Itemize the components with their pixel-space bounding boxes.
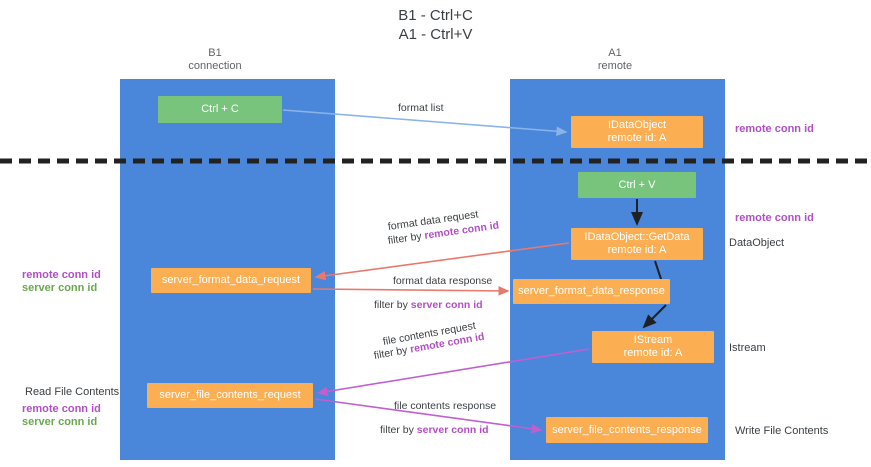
node-server-format-data-request[interactable]: server_format_data_request [151,268,311,293]
column-header-b1-line2: connection [188,60,242,72]
arrow-format-data-response [312,286,510,296]
node-ctrl-v-label: Ctrl + V [618,178,656,191]
node-idataobject-getdata[interactable]: IDataObject::GetData remote id: A [571,228,703,260]
node-server-format-data-response-label: server_format_data_response [518,285,665,297]
edge-label-file-contents-response: file contents response [394,400,497,412]
column-header-a1-line2: remote [597,60,633,72]
annotation-left-remote-conn-id-top: remote conn id [22,269,101,281]
edge-label-format-list: format list [398,102,444,114]
edge-label-file-contents-response-filter: filter by server conn id [380,423,489,437]
node-server-file-contents-response-label: server_file_contents_response [552,423,702,436]
column-header-b1-line1: B1 [208,47,222,59]
node-istream-title: IStream [633,334,673,346]
filter-prefix: filter by [374,299,411,311]
annotation-left-server-conn-id-bottom: server conn id [22,416,98,428]
edge-label-format-data-response-filter: filter by server conn id [374,298,483,312]
arrow-response-to-istream [642,304,667,329]
node-server-file-contents-response[interactable]: server_file_contents_response [546,417,708,443]
node-idataobject[interactable]: IDataObject remote id: A [571,116,703,148]
arrow-format-list [282,109,568,137]
annotation-left-server-conn-id-top: server conn id [22,282,98,294]
node-istream[interactable]: IStream remote id: A [592,331,714,363]
node-idataobject-subtitle: remote id: A [607,132,667,144]
annotation-istream: Istream [729,342,766,354]
node-ctrl-v[interactable]: Ctrl + V [578,172,696,198]
annotation-remote-conn-id-mid: remote conn id [735,212,814,224]
node-idataobject-title: IDataObject [607,119,667,131]
node-server-file-contents-request[interactable]: server_file_contents_request [147,383,313,408]
annotation-dataobject: DataObject [729,237,785,249]
node-server-format-data-request-label: server_format_data_request [161,274,301,286]
annotation-read-file-contents: Read File Contents [25,386,120,398]
node-server-file-contents-request-label: server_file_contents_request [159,389,301,401]
arrow-file-contents-request [316,348,590,397]
node-ctrl-c[interactable]: Ctrl + C [158,96,282,123]
edge-label-format-data-response: format data response [393,275,493,287]
node-getdata-subtitle: remote id: A [607,244,667,256]
annotation-write-file-contents: Write File Contents [735,425,829,437]
arrow-file-contents-response [314,398,543,434]
arrow-format-data-request [314,242,570,281]
page-title: B1 - Ctrl+C A1 - Ctrl+V [398,7,473,43]
annotation-remote-conn-id-top: remote conn id [735,123,814,135]
node-istream-subtitle: remote id: A [623,347,683,359]
node-ctrl-c-label: Ctrl + C [201,103,239,115]
annotation-left-remote-conn-id-bottom: remote conn id [22,403,101,415]
filter-key-server-conn-id: server conn id [410,299,483,311]
filter-prefix: filter by [380,424,417,436]
node-server-format-data-response[interactable]: server_format_data_response [513,279,670,304]
node-getdata-title: IDataObject::GetData [584,231,690,243]
filter-key-server-conn-id: server conn id [416,424,489,436]
column-header-a1-line1: A1 [608,47,622,59]
